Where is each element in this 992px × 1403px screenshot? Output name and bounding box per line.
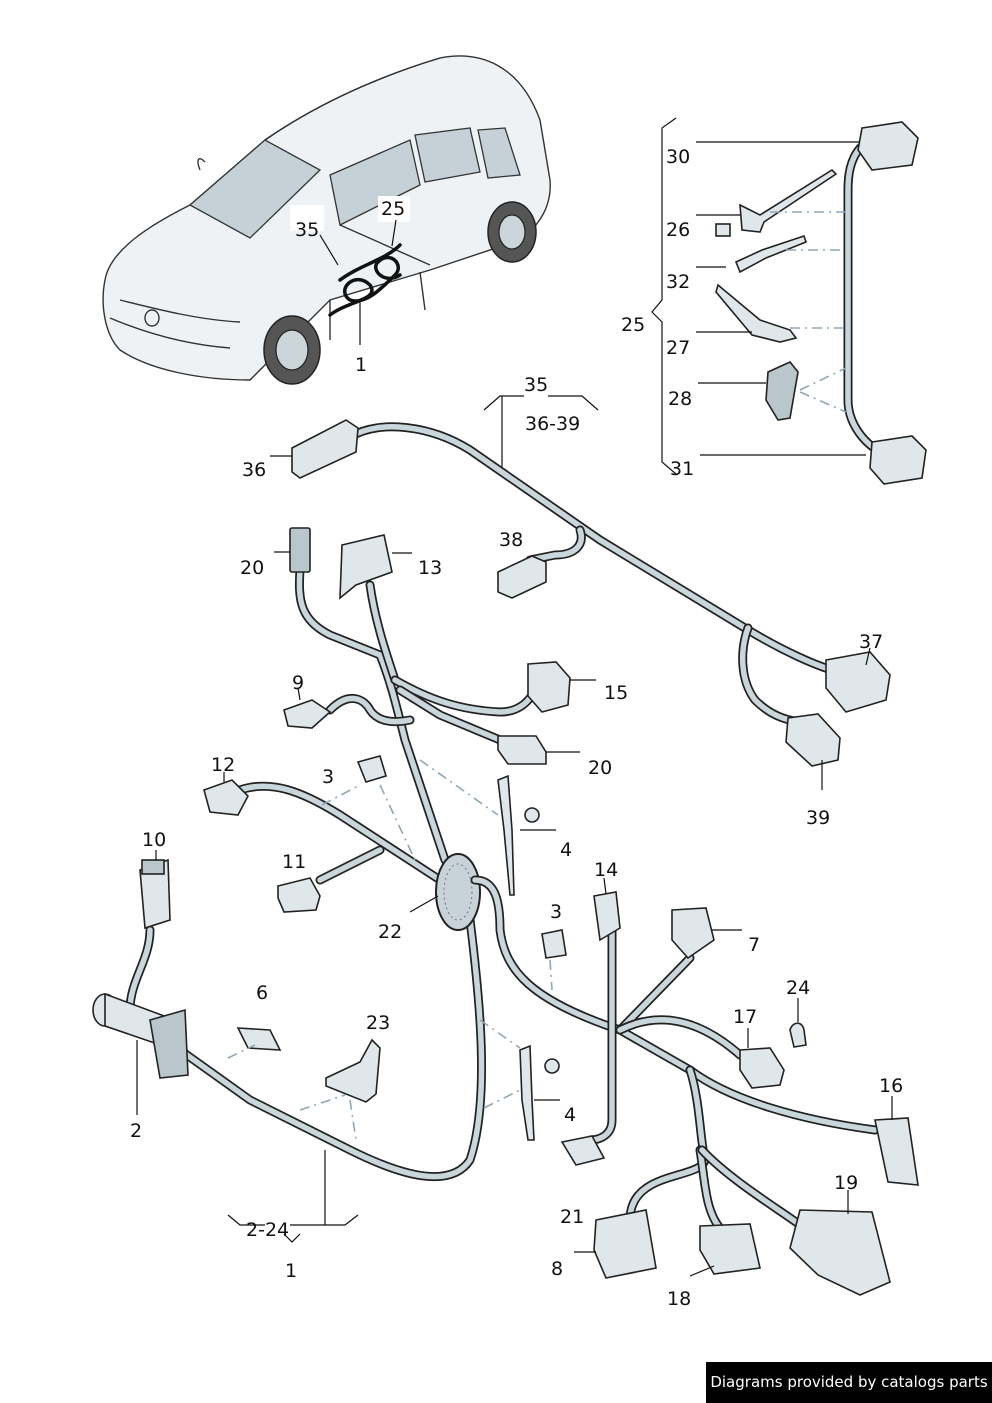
label-30: 30 (666, 146, 690, 168)
label-11: 11 (282, 851, 306, 873)
label-20-top: 20 (240, 557, 264, 579)
label-31: 31 (670, 458, 694, 480)
label-32: 32 (666, 271, 690, 293)
label-car-25: 25 (381, 198, 405, 220)
credit-banner: Diagrams provided by catalogs parts (706, 1362, 992, 1403)
label-1: 1 (285, 1260, 297, 1282)
label-20-mid: 20 (588, 757, 612, 779)
label-28: 28 (668, 388, 692, 410)
label-22: 22 (378, 921, 402, 943)
label-18: 18 (667, 1288, 691, 1310)
label-10: 10 (142, 829, 166, 851)
label-14: 14 (594, 859, 618, 881)
label-13: 13 (418, 557, 442, 579)
label-16: 16 (879, 1075, 903, 1097)
inset-part-25-group (651, 117, 927, 485)
harness-1 (92, 527, 919, 1296)
label-25: 25 (621, 314, 645, 336)
label-9: 9 (292, 672, 304, 694)
car-illustration (102, 55, 551, 385)
label-4-bottom: 4 (564, 1104, 576, 1126)
label-27: 27 (666, 337, 690, 359)
label-26: 26 (666, 219, 690, 241)
label-3-mid: 3 (550, 901, 562, 923)
label-12: 12 (211, 754, 235, 776)
label-21: 21 (560, 1206, 584, 1228)
label-7: 7 (748, 934, 760, 956)
label-car-35: 35 (295, 219, 319, 241)
label-35: 35 (524, 374, 548, 396)
label-39: 39 (806, 807, 830, 829)
label-36-39: 36-39 (525, 413, 580, 435)
label-15: 15 (604, 682, 628, 704)
label-6: 6 (256, 982, 268, 1004)
label-17: 17 (733, 1006, 757, 1028)
label-24: 24 (786, 977, 810, 999)
label-4-top: 4 (560, 839, 572, 861)
label-car-1: 1 (355, 354, 367, 376)
label-38: 38 (499, 529, 523, 551)
label-37: 37 (859, 631, 883, 653)
label-23: 23 (366, 1012, 390, 1034)
harness-35 (270, 395, 891, 790)
label-8: 8 (551, 1258, 563, 1280)
label-19: 19 (834, 1172, 858, 1194)
label-2: 2 (130, 1120, 142, 1142)
callout-labels: 35 25 1 30 26 32 25 27 28 31 35 36-39 36… (130, 146, 903, 1310)
label-2-24: 2-24 (246, 1219, 289, 1241)
label-3-top: 3 (322, 766, 334, 788)
label-36: 36 (242, 459, 266, 481)
